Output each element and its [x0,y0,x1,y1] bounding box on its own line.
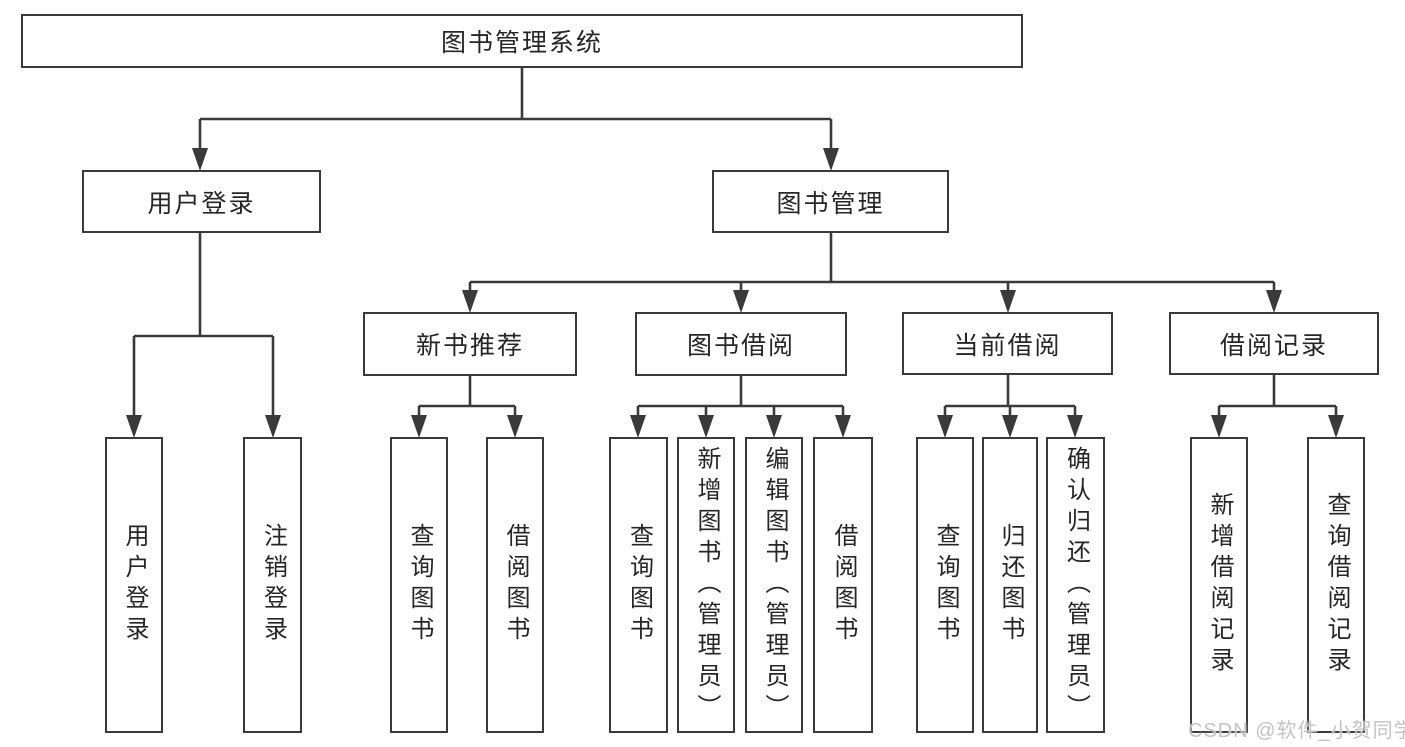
leaf-label: 新增图书（管理员） [693,445,720,725]
leaf-label: 借阅图书 [502,523,529,647]
node-new-book-recommend: 新书推荐 [363,312,577,376]
node-leaf-add-book-admin: 新增图书（管理员） [677,437,735,733]
connector-current-borrow-children [937,375,1083,438]
leaf-label: 查询图书 [932,523,959,647]
node-current-borrow: 当前借阅 [902,312,1113,375]
node-user-login: 用户登录 [82,170,321,233]
node-leaf-edit-book-admin: 编辑图书（管理员） [745,437,803,733]
node-book-borrow: 图书借阅 [635,312,847,376]
leaf-label: 注销登录 [259,523,287,647]
csdn-watermark: CSDN @软件_小贺同学 [1188,720,1405,742]
node-leaf-confirm-return-admin: 确认归还（管理员） [1046,437,1105,733]
leaf-label: 查询图书 [625,523,653,647]
node-leaf-logout: 注销登录 [243,437,302,733]
connector-new-book-children [411,376,523,438]
node-leaf-query-books-current: 查询图书 [916,437,974,733]
connector-user-login-children [126,233,281,438]
leaf-label: 查询图书 [406,523,433,647]
leaf-label: 归还图书 [997,523,1024,647]
leaf-label: 编辑图书（管理员） [761,445,788,725]
node-leaf-user-login: 用户登录 [105,437,163,733]
leaf-label: 新增借阅记录 [1206,492,1233,678]
node-leaf-borrow-books-recommend: 借阅图书 [486,437,544,733]
node-leaf-borrow-books: 借阅图书 [813,437,873,733]
connector-root-to-level2 [192,68,839,171]
node-leaf-return-book: 归还图书 [982,437,1038,733]
leaf-label: 借阅图书 [830,523,857,647]
node-system-root: 图书管理系统 [21,14,1023,68]
leaf-label: 确认归还（管理员） [1062,445,1090,725]
node-leaf-add-borrow-record: 新增借阅记录 [1190,437,1248,733]
connector-book-management-children [462,233,1282,313]
node-borrow-records: 借阅记录 [1169,312,1379,375]
node-book-management: 图书管理 [712,170,949,233]
node-leaf-query-books-recommend: 查询图书 [390,437,448,733]
connector-book-borrow-children [630,376,851,438]
node-leaf-query-borrow-record: 查询借阅记录 [1307,437,1365,733]
node-leaf-query-books-borrow: 查询图书 [609,437,668,733]
leaf-label: 用户登录 [121,523,148,647]
connector-borrow-records-children [1211,375,1344,438]
leaf-label: 查询借阅记录 [1323,492,1350,678]
